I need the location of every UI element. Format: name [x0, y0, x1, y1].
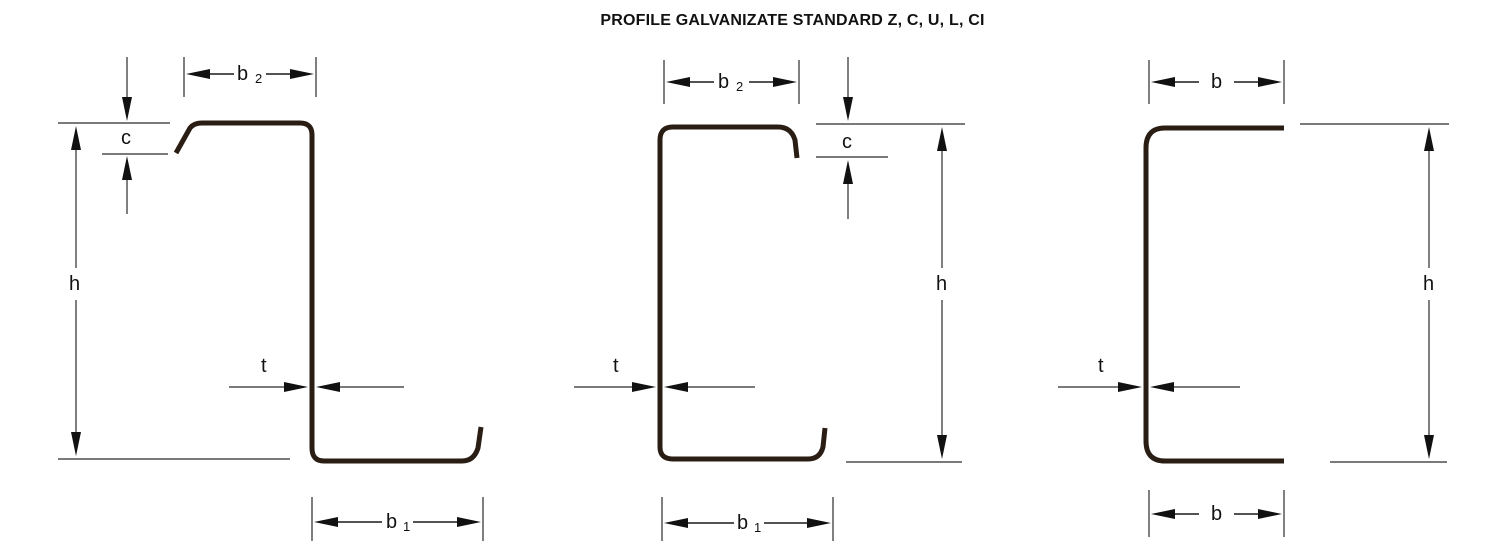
z-h-arrow-top — [71, 126, 81, 150]
c-profile-group: c h t b 2 b 1 — [574, 57, 965, 541]
u-b-top-arrow-left — [1151, 77, 1175, 87]
u-t-label: t — [1098, 355, 1104, 377]
u-profile-group: h t b b — [1058, 60, 1449, 537]
u-h-label: h — [1423, 273, 1434, 295]
c-h-label: h — [936, 273, 947, 295]
u-t-arrow-left — [1118, 382, 1142, 392]
c-b1-arrow-left — [664, 518, 688, 528]
c-b1-label: b — [737, 512, 748, 534]
z-c-label: c — [121, 127, 131, 149]
c-b2-label: b — [718, 71, 729, 93]
c-t-arrow-left — [632, 382, 656, 392]
c-h-arrow-bottom — [937, 435, 947, 459]
u-b-bottom-arrow-left — [1151, 509, 1175, 519]
c-c-arrow-bottom — [843, 160, 853, 184]
u-b-top-arrow-right — [1258, 77, 1282, 87]
u-b-bottom-label: b — [1211, 503, 1222, 525]
z-b1-label: b — [386, 511, 397, 533]
u-profile-shape — [1143, 125, 1284, 464]
page-title: PROFILE GALVANIZATE STANDARD Z, C, U, L,… — [600, 12, 985, 29]
c-profile-shape — [657, 124, 828, 462]
c-t-arrow-right — [664, 382, 688, 392]
z-t-label: t — [261, 355, 267, 377]
z-b2-arrow-left — [186, 69, 210, 79]
z-t-arrow-left — [284, 382, 308, 392]
c-t-label: t — [613, 355, 619, 377]
z-b2-arrow-right — [290, 69, 314, 79]
c-h-arrow-top — [937, 127, 947, 151]
u-t-arrow-right — [1150, 382, 1174, 392]
u-h-arrow-bottom — [1424, 435, 1434, 459]
z-t-arrow-right — [316, 382, 340, 392]
c-c-label: c — [842, 131, 852, 153]
z-b2-sub: 2 — [255, 71, 262, 86]
z-b1-arrow-right — [457, 517, 481, 527]
c-b2-arrow-left — [666, 77, 690, 87]
z-c-arrow-top — [122, 97, 132, 121]
u-h-arrow-top — [1424, 127, 1434, 151]
z-profile-group: c h t b 2 b 1 — [58, 57, 484, 541]
z-b1-arrow-left — [314, 517, 338, 527]
c-b1-arrow-right — [807, 518, 831, 528]
z-b2-label: b — [237, 63, 248, 85]
z-h-arrow-bottom — [71, 432, 81, 456]
c-b2-sub: 2 — [736, 79, 743, 94]
z-b1-sub: 1 — [403, 519, 410, 534]
z-profile-shape — [173, 120, 484, 464]
c-b2-arrow-right — [773, 77, 797, 87]
z-c-arrow-bottom — [122, 156, 132, 180]
c-b1-sub: 1 — [754, 520, 761, 535]
z-h-label: h — [69, 273, 80, 295]
c-c-arrow-top — [843, 97, 853, 121]
u-b-top-label: b — [1211, 71, 1222, 93]
u-b-bottom-arrow-right — [1258, 509, 1282, 519]
